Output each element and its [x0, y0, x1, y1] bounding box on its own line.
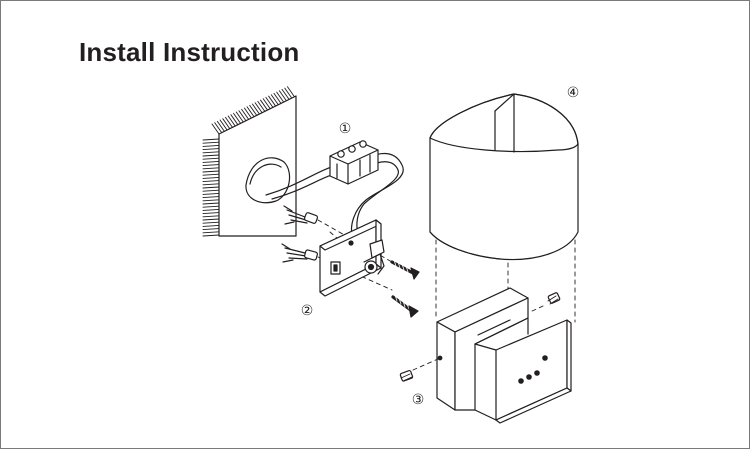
- set-screw-top: [547, 292, 561, 305]
- lamp-body: [436, 287, 572, 424]
- step-marker-1: ①: [339, 121, 352, 137]
- wall: [202, 86, 297, 237]
- step-marker-3: ③: [412, 392, 425, 408]
- page-title: Install Instruction: [79, 37, 300, 67]
- step-marker-4: ④: [567, 85, 580, 101]
- guide-lines-screws: [412, 305, 544, 371]
- terminal-block: [329, 140, 379, 185]
- wall-screw-upper: [390, 259, 420, 280]
- mounting-plate: [319, 219, 385, 297]
- wire-bundle-lower: [281, 243, 318, 263]
- step-marker-2: ②: [301, 303, 314, 319]
- wire-bundle-upper: [283, 205, 319, 225]
- wall-hatching: [202, 86, 295, 237]
- wall-screw-lower: [391, 294, 419, 318]
- lamp-shade: [429, 93, 579, 261]
- set-screw-side: [399, 370, 414, 382]
